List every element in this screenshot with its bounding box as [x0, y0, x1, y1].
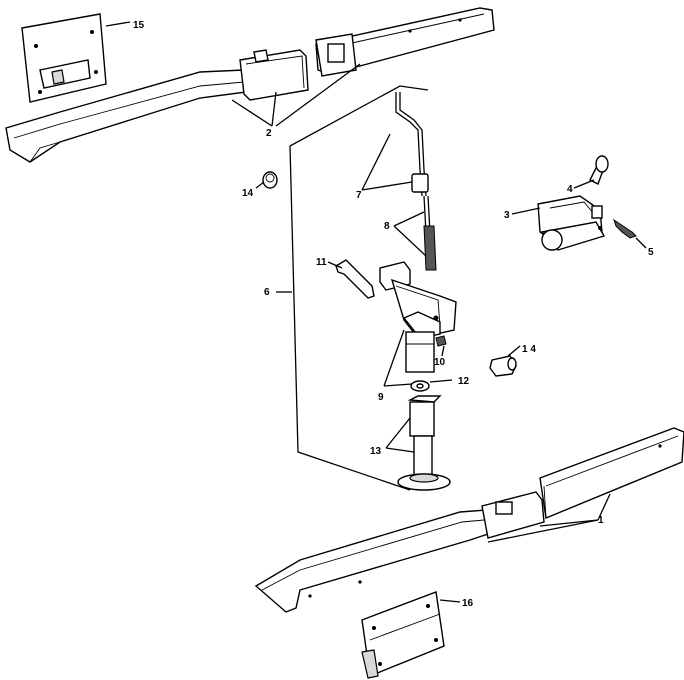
callout-15: 15 [133, 20, 145, 31]
callout-5: 5 [648, 247, 654, 258]
callout-3: 3 [504, 210, 510, 221]
latch-spring [613, 218, 647, 249]
bushing-left [255, 171, 278, 189]
callout-12: 12 [458, 376, 470, 387]
lower-frame-rail-assembly [254, 427, 684, 613]
callout-2: 2 [266, 128, 272, 139]
callout-13: 13 [370, 446, 382, 457]
latch-bracket [511, 155, 609, 251]
callout-9: 9 [378, 392, 384, 403]
callout-16: 16 [462, 598, 474, 609]
callout-4: 4 [567, 184, 573, 195]
callout-8: 8 [384, 221, 390, 232]
bushing-right [489, 345, 521, 377]
callout-7: 7 [356, 190, 362, 201]
mounting-plate-lower [361, 591, 461, 679]
upper-frame-rail-assembly [5, 7, 495, 163]
jack-backing-panel [276, 85, 429, 491]
leader-lines-1 [487, 493, 611, 543]
crank-pin [327, 259, 375, 299]
callout-14-right: 1 4 [522, 344, 536, 355]
leader-lines-2 [231, 63, 361, 127]
callout-11: 11 [316, 257, 327, 268]
callout-6: 6 [264, 287, 270, 298]
crank-handle [361, 92, 429, 197]
jack-housing [379, 261, 457, 387]
washer [410, 379, 453, 392]
jack-leg-and-foot [385, 395, 451, 491]
callout-10: 10 [434, 357, 446, 368]
callout-1: 1 [598, 515, 604, 526]
jack-screw [393, 195, 437, 271]
callout-labels: 15 2 14 7 4 3 8 5 11 6 1 4 10 12 9 13 1 … [133, 20, 654, 609]
mounting-plate-upper [21, 13, 131, 103]
callout-14-left: 14 [242, 188, 254, 199]
